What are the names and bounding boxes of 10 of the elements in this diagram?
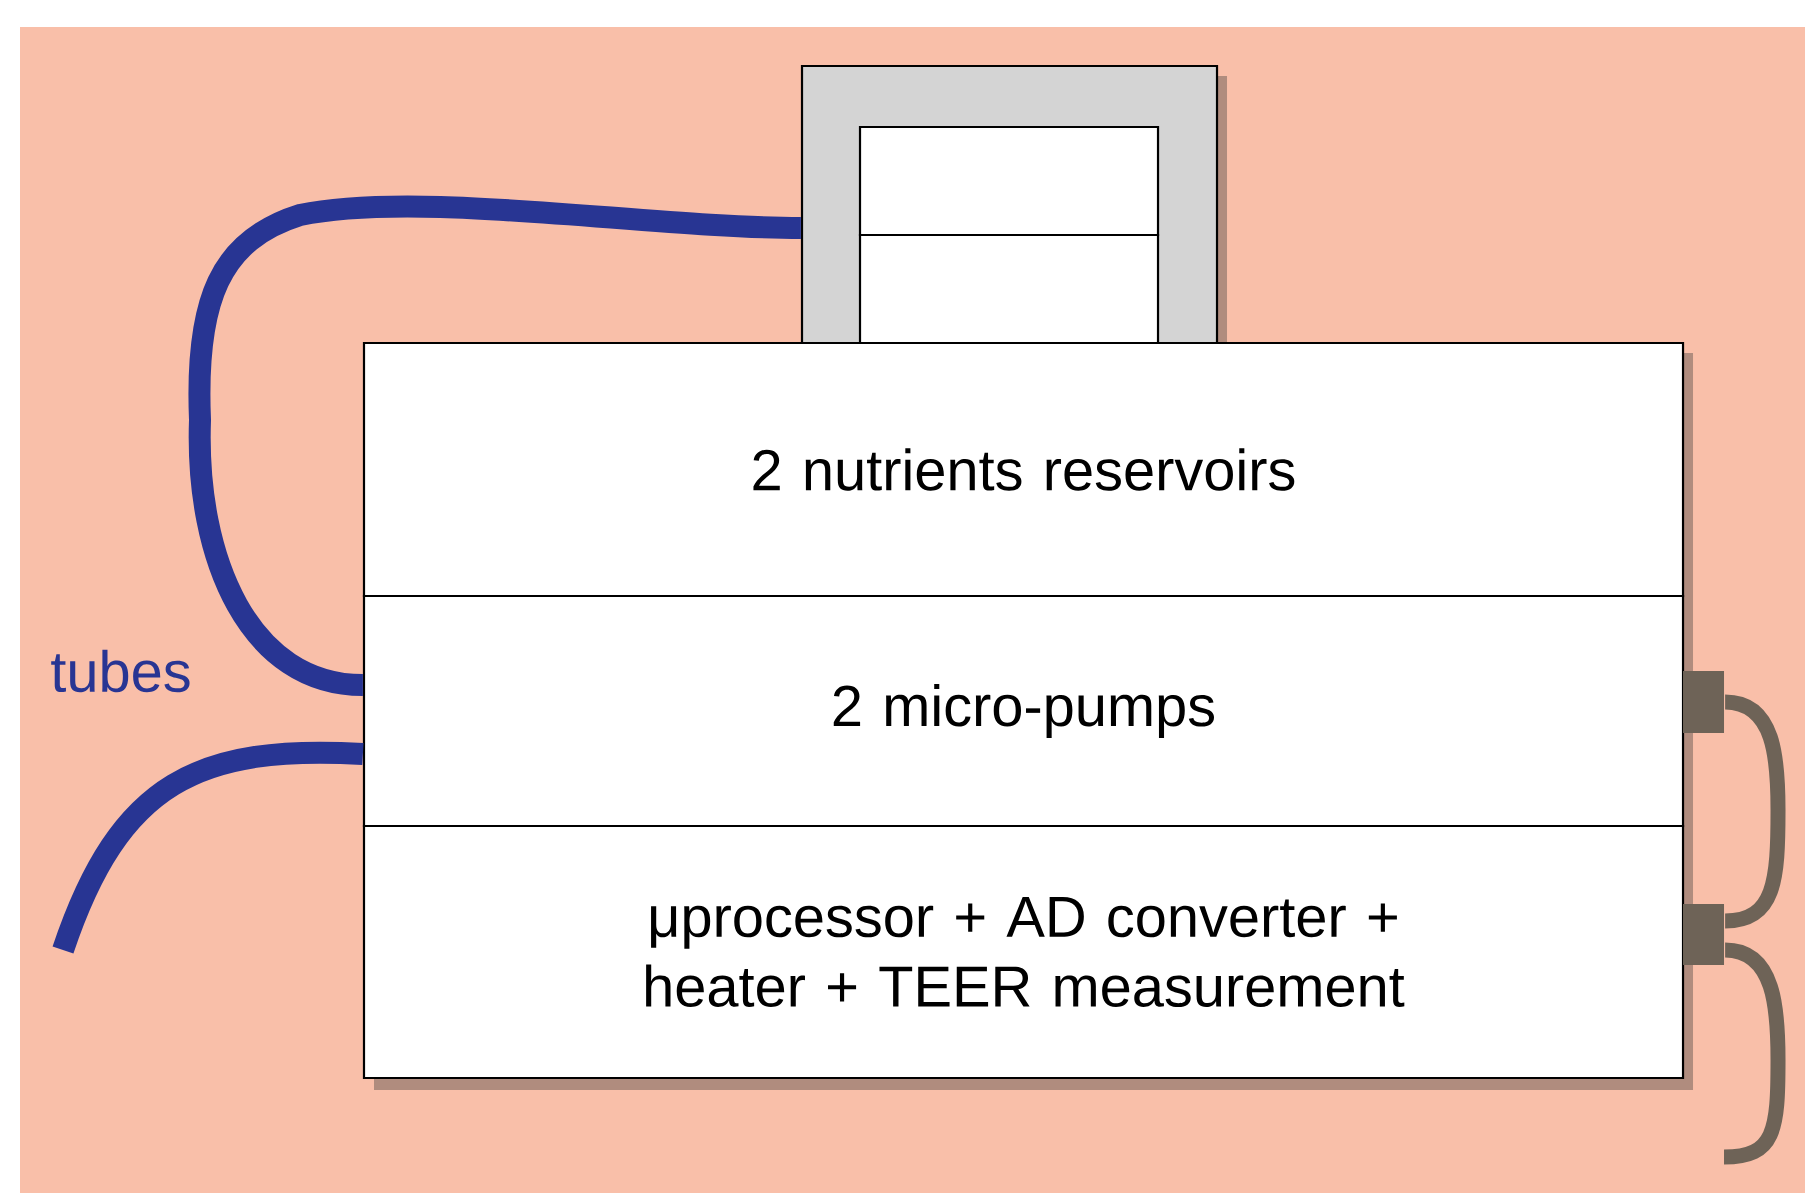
tube bbox=[52, 741, 364, 954]
connector-block bbox=[1683, 671, 1724, 733]
cable bbox=[1723, 942, 1786, 1165]
reservoir-chamber bbox=[858, 233, 1160, 345]
reservoir-chamber bbox=[858, 125, 1160, 237]
tube bbox=[188, 195, 802, 696]
module-layer: 2 micro-pumps bbox=[362, 594, 1685, 828]
connector-block bbox=[1683, 904, 1724, 965]
module-layer: μprocessor + AD converter + heater + TEER measurement bbox=[362, 824, 1685, 1080]
tube-label: tubes bbox=[51, 649, 190, 693]
